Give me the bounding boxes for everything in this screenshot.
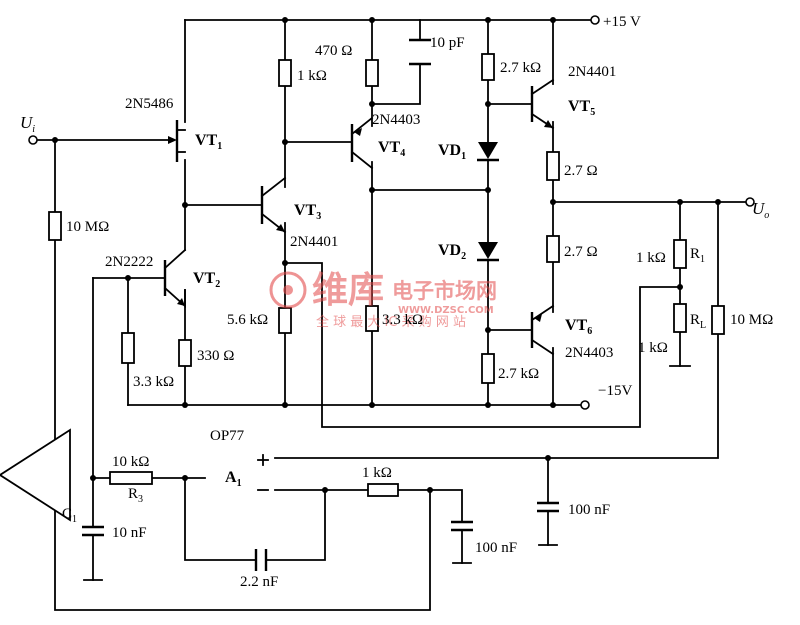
label-vt2: VT2 — [193, 270, 220, 290]
label-r1-name: R1 — [690, 246, 705, 265]
label-vt4-type: 2N4403 — [372, 112, 420, 128]
resistor-2k7-bottom — [481, 353, 495, 384]
label-r-10m-output: 10 MΩ — [730, 312, 773, 328]
transistor-vt3-npn — [260, 176, 287, 234]
label-vt6: VT6 — [565, 317, 592, 337]
labels: Ui Uo +15 V −15V 10 MΩ 1 kΩ 470 Ω 10 pF … — [20, 14, 773, 590]
label-r-2r7-b: 2.7 Ω — [564, 244, 598, 260]
capacitors — [82, 38, 559, 571]
resistor-rl — [673, 303, 687, 333]
label-r-330: 330 Ω — [197, 348, 234, 364]
label-r-470: 470 Ω — [315, 43, 352, 59]
label-c-2n2: 2.2 nF — [240, 574, 278, 590]
transistor-vt5-npn — [530, 78, 555, 130]
resistor-r1 — [673, 239, 687, 269]
label-rl-value: 1 kΩ — [638, 340, 668, 356]
resistor-2r7-lower — [546, 235, 560, 263]
resistor-470 — [365, 59, 379, 87]
capacitor-100nf-feedback — [451, 520, 473, 532]
label-vt4: VT4 — [378, 139, 405, 159]
resistor-330 — [178, 339, 192, 367]
diode-vd1 — [477, 142, 499, 162]
label-r-2k7-top: 2.7 kΩ — [500, 60, 541, 76]
label-vt5-type: 2N4401 — [568, 64, 616, 80]
label-r-3k3-vt4: 3.3 kΩ — [382, 312, 423, 328]
label-rl-name: RL — [690, 312, 706, 331]
label-op77: OP77 — [210, 428, 245, 444]
label-vd1: VD1 — [438, 142, 466, 162]
label-c-100n-input: 100 nF — [568, 502, 610, 518]
label-a1: A1 — [225, 469, 242, 489]
label-r-5k6: 5.6 kΩ — [227, 312, 268, 328]
label-vt2-type: 2N2222 — [105, 254, 153, 270]
wires — [36, 19, 746, 611]
resistor-2r7-upper — [546, 151, 560, 181]
label-r-3k3-bias: 3.3 kΩ — [133, 374, 174, 390]
capacitor-100nf-input — [537, 501, 559, 513]
transistor-vt4-pnp — [350, 116, 374, 170]
resistor-3k3-vt4 — [365, 305, 379, 332]
transistor-vt1-jfet — [168, 120, 186, 162]
watermark-url: WWW.DZSC.COM — [398, 305, 494, 316]
output-terminal — [745, 197, 755, 207]
resistor-1k-feedback — [367, 483, 399, 497]
resistor-2k7-top — [481, 53, 495, 81]
label-vplus: +15 V — [603, 14, 641, 30]
label-r3-value: 10 kΩ — [112, 454, 149, 470]
label-c-10p: 10 pF — [430, 35, 465, 51]
label-r3-name: R3 — [128, 486, 143, 505]
resistor-r3 — [109, 471, 153, 485]
transistor-vt6-pnp — [530, 304, 555, 356]
watermark-logo: 维库 电子市场网 WWW.DZSC.COM 全 球 最 大 IC 采 购 网 站 — [269, 270, 497, 330]
label-r-2k7-bottom: 2.7 kΩ — [498, 366, 539, 382]
watermark-tagline: 全 球 最 大 IC 采 购 网 站 — [316, 314, 466, 330]
label-vt3-type: 2N4401 — [290, 234, 338, 250]
label-c-100n-feedback: 100 nF — [475, 540, 517, 556]
label-r1-value: 1 kΩ — [636, 250, 666, 266]
label-ui: Ui — [20, 113, 35, 135]
resistor-1k-vt3-collector — [278, 59, 292, 87]
label-vt1: VT1 — [195, 132, 222, 152]
label-r-10m-input: 10 MΩ — [66, 219, 109, 235]
label-vd2: VD2 — [438, 242, 466, 262]
capacitor-10pf — [409, 38, 431, 66]
label-vt6-type: 2N4403 — [565, 345, 613, 361]
vminus-terminal — [580, 400, 590, 410]
label-c1-name: C1 — [62, 506, 77, 525]
label-r-1k: 1 kΩ — [297, 68, 327, 84]
label-vt5: VT5 — [568, 98, 595, 118]
vplus-terminal — [590, 15, 600, 25]
label-uo: Uo — [752, 199, 769, 221]
label-vminus: −15V — [598, 383, 632, 399]
watermark-brand-en: 电子市场网 — [392, 279, 497, 303]
label-c1-value: 10 nF — [112, 525, 147, 541]
label-vt1-type: 2N5486 — [125, 96, 174, 112]
junctions — [52, 17, 721, 493]
op-amp-a1 — [0, 428, 269, 522]
resistor-5k6 — [278, 307, 292, 334]
watermark-brand: 维库 — [312, 270, 384, 311]
input-terminal — [28, 135, 38, 145]
label-r-2r7-a: 2.7 Ω — [564, 163, 598, 179]
resistor-10m-output — [711, 305, 725, 335]
transistor-vt2-npn — [163, 248, 187, 309]
resistor-10m-input — [48, 211, 62, 241]
resistors — [48, 53, 725, 497]
label-vt3: VT3 — [294, 202, 321, 222]
capacitor-c1 — [82, 525, 104, 537]
diode-vd2 — [477, 242, 499, 262]
capacitor-2n2 — [254, 549, 268, 571]
label-r-1k-feedback: 1 kΩ — [362, 465, 392, 481]
resistor-3k3-bias — [121, 332, 135, 364]
